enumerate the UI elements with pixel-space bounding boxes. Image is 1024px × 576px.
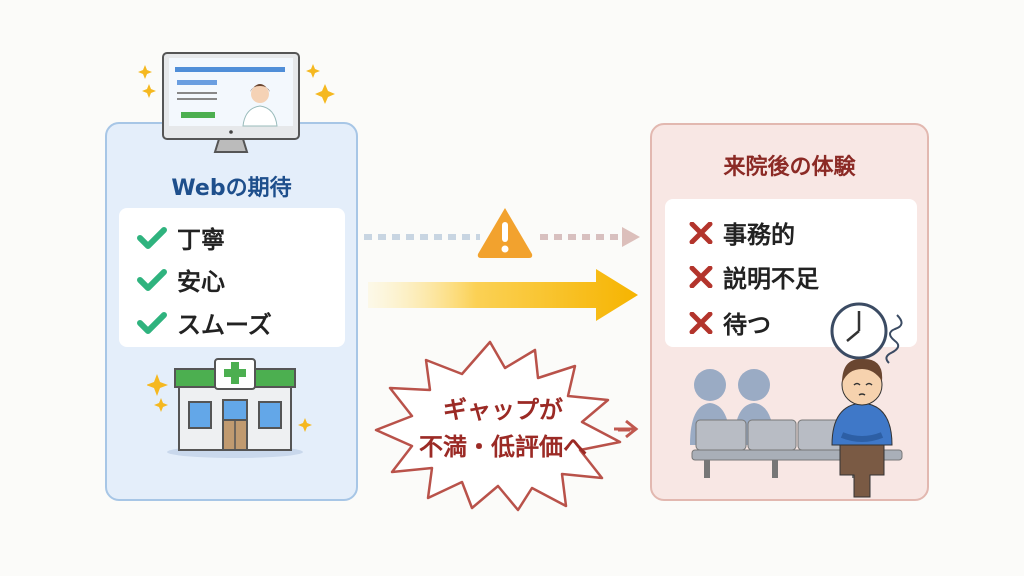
check-icon [137, 311, 167, 334]
web-expectation-panel: Webの期待 丁寧 安心 スムーズ [105, 122, 358, 501]
clinic-building-icon [147, 358, 312, 458]
waiting-room-illustration [690, 302, 903, 498]
check-icon [137, 268, 167, 291]
experience-list: 事務的 説明不足 待つ [665, 199, 917, 347]
item-label: 説明不足 [723, 265, 819, 293]
gap-callout-line1: ギャップが [443, 396, 563, 424]
gap-burst [374, 340, 630, 512]
x-icon [689, 221, 713, 244]
x-icon [689, 265, 713, 288]
monitor-doctor-icon [138, 52, 335, 153]
list-item: スムーズ [137, 305, 272, 340]
actual-experience-panel: 来院後の体験 事務的 説明不足 待つ [650, 123, 929, 501]
warning-icon [477, 208, 533, 258]
item-label: スムーズ [177, 311, 272, 339]
small-arrow-head [614, 419, 639, 439]
list-item: 事務的 [689, 215, 795, 250]
list-item: 待つ [689, 305, 771, 340]
gap-arrow [368, 269, 638, 321]
item-label: 丁寧 [177, 226, 225, 254]
dotted-arrow [364, 227, 640, 247]
item-label: 待つ [723, 311, 771, 339]
gap-callout-line2: 不満・低評価へ [419, 433, 587, 461]
web-expectation-title: Webの期待 [171, 176, 292, 201]
list-item: 安心 [137, 262, 225, 297]
check-icon [137, 226, 167, 249]
x-icon [689, 311, 713, 334]
actual-experience-title: 来院後の体験 [723, 155, 856, 180]
expectation-list: 丁寧 安心 スムーズ [119, 208, 345, 347]
item-label: 安心 [177, 268, 225, 296]
list-item: 説明不足 [689, 259, 819, 294]
item-label: 事務的 [723, 221, 795, 249]
list-item: 丁寧 [137, 220, 225, 255]
